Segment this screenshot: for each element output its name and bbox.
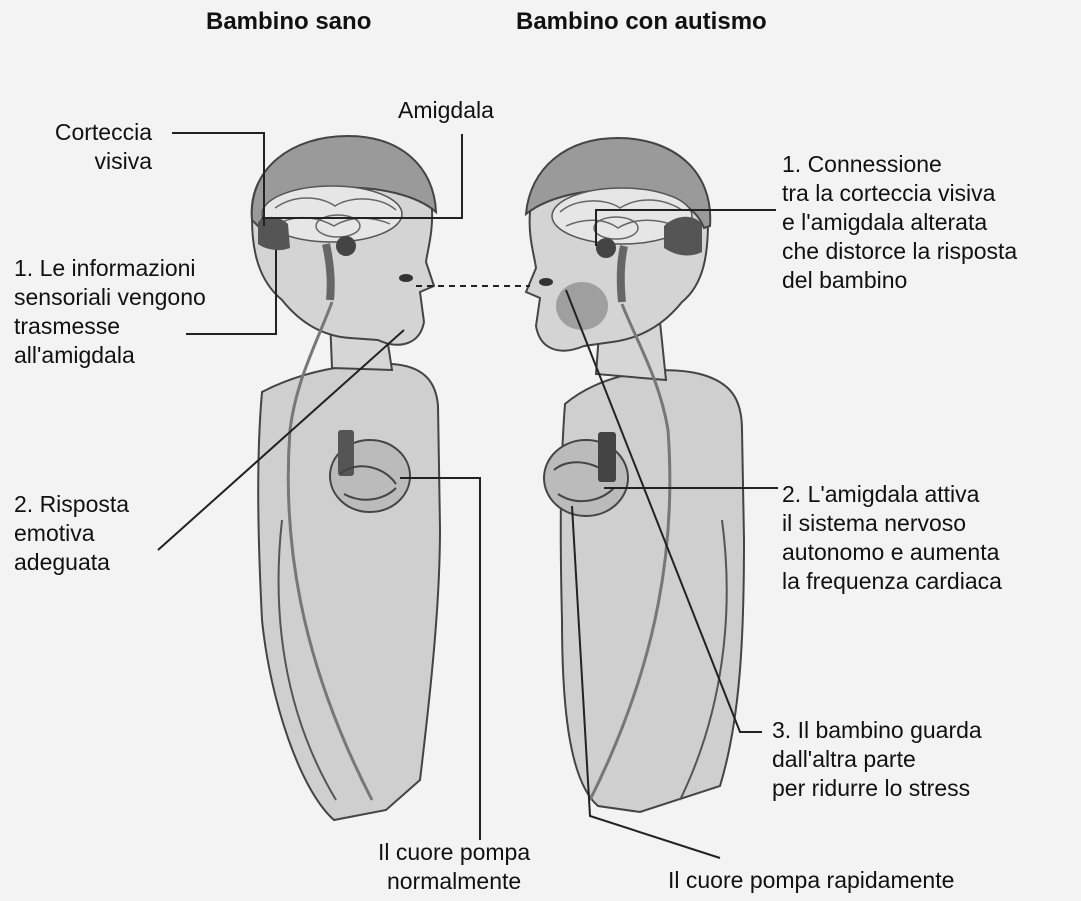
autism-amygdala xyxy=(596,238,616,258)
heading-healthy-child: Bambino sano xyxy=(206,8,372,35)
autism-brainstem xyxy=(616,245,628,303)
healthy-spinal-nerve xyxy=(286,301,374,801)
autism-eye xyxy=(539,278,553,286)
healthy-eye xyxy=(399,274,413,282)
autism-child-brain xyxy=(551,187,693,245)
label-autism-heart: Il cuore pompa rapidamente xyxy=(668,867,955,893)
leader-healthy-step2 xyxy=(157,329,405,551)
leader-visual-cortex xyxy=(172,132,265,226)
leader-amygdala xyxy=(262,134,463,219)
label-healthy-step1: 1. Le informazioni sensoriali vengono tr… xyxy=(14,255,206,368)
label-autism-step2: 2. L'amigdala attiva il sistema nervoso … xyxy=(782,481,1002,594)
label-visual-cortex: Corteccia visiva xyxy=(54,119,152,174)
healthy-visual-cortex xyxy=(258,216,290,251)
label-healthy-step2: 2. Risposta emotiva adeguata xyxy=(14,491,130,575)
label-healthy-heart: Il cuore pompa normalmente xyxy=(378,839,531,894)
healthy-child-figure xyxy=(250,134,442,822)
label-amygdala: Amigdala xyxy=(398,97,494,123)
autism-child-figure xyxy=(524,136,746,814)
autism-visual-cortex xyxy=(664,216,702,256)
autism-cheek-blush xyxy=(556,282,608,330)
autism-spinal-nerve xyxy=(588,303,672,801)
label-autism-step3: 3. Il bambino guarda dall'altra parte pe… xyxy=(772,717,982,801)
autism-child-body xyxy=(559,369,746,814)
leader-autism-step3 xyxy=(565,289,762,733)
leader-healthy-heart xyxy=(400,477,481,840)
autism-heart xyxy=(543,432,629,517)
leader-lines xyxy=(157,132,778,859)
healthy-amygdala xyxy=(336,236,356,256)
healthy-heart xyxy=(329,430,411,513)
autism-child-arm xyxy=(679,519,728,801)
healthy-child-arm xyxy=(277,519,337,801)
healthy-brainstem xyxy=(322,243,335,301)
leader-healthy-step1 xyxy=(186,250,277,335)
heading-autism-child: Bambino con autismo xyxy=(516,8,767,35)
leader-autism-step1 xyxy=(595,209,776,246)
leader-autism-heart xyxy=(571,505,721,859)
label-autism-step1: 1. Connessione tra la corteccia visiva e… xyxy=(782,151,1018,293)
